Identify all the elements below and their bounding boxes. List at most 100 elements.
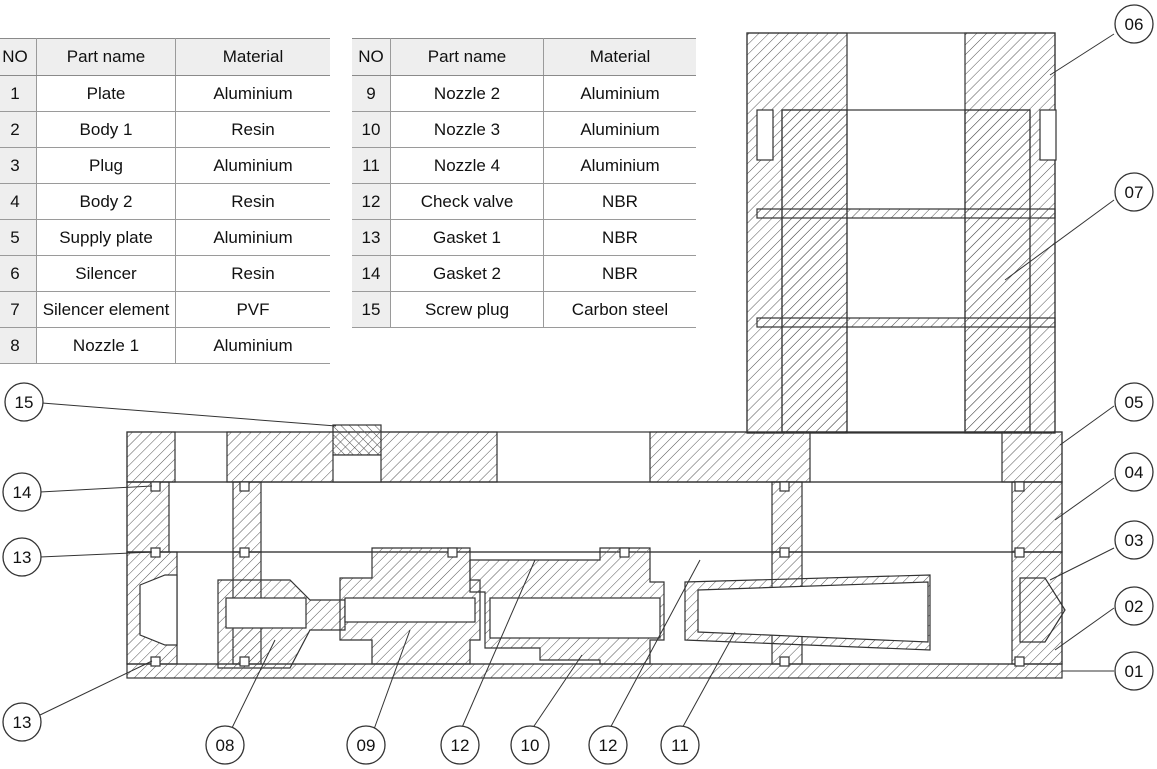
row-part-name: Silencer element <box>36 291 176 328</box>
callout-02: 02 <box>1114 586 1154 626</box>
callouts: 06 07 05 04 03 02 01 15 14 13 13 08 09 1… <box>2 4 1154 765</box>
row-material: PVF <box>175 291 330 328</box>
callout-07: 07 <box>1114 172 1154 212</box>
row-material: Resin <box>175 183 330 220</box>
svg-text:07: 07 <box>1125 183 1144 202</box>
row-part-name: Nozzle 4 <box>390 147 544 184</box>
gasket-i <box>779 656 790 667</box>
svg-text:05: 05 <box>1125 393 1144 412</box>
row-no: 4 <box>0 183 37 220</box>
silencer-outline <box>746 32 1056 434</box>
gasket-g <box>1014 656 1025 667</box>
gasket-d <box>779 547 790 558</box>
callout-14: 14 <box>2 472 42 512</box>
table-header-row: NO Part name Material <box>352 38 696 76</box>
row-no: 13 <box>352 219 391 256</box>
row-material: Aluminium <box>543 147 696 184</box>
gasket-h <box>239 656 250 667</box>
svg-text:11: 11 <box>671 736 689 755</box>
callout-09: 09 <box>346 725 386 765</box>
nozzle-2-bore <box>344 597 476 623</box>
callout-05: 05 <box>1114 382 1154 422</box>
row-no: 5 <box>0 219 37 256</box>
row-no: 9 <box>352 75 391 112</box>
callout-06: 06 <box>1114 4 1154 44</box>
row-material: Aluminium <box>175 327 330 364</box>
screw-plug <box>332 424 382 456</box>
leader-lines <box>39 33 1115 733</box>
callout-12-right: 12 <box>588 725 628 765</box>
gasket-13-lower <box>150 656 161 667</box>
callout-13-upper: 13 <box>2 537 42 577</box>
callout-03: 03 <box>1114 520 1154 560</box>
svg-text:06: 06 <box>1125 15 1144 34</box>
plate <box>126 663 1063 679</box>
svg-text:13: 13 <box>13 548 32 567</box>
silencer-element-left <box>781 109 848 433</box>
gasket-k <box>619 547 630 558</box>
row-no: 1 <box>0 75 37 112</box>
svg-text:03: 03 <box>1125 531 1144 550</box>
callout-10: 10 <box>510 725 550 765</box>
supply-plate-seg-4 <box>1001 431 1063 483</box>
col-name-header: Part name <box>36 38 176 76</box>
body-2-outline <box>126 481 1063 553</box>
col-no-header: NO <box>0 38 37 76</box>
row-material: Resin <box>175 111 330 148</box>
row-part-name: Gasket 2 <box>390 255 544 292</box>
col-no-header: NO <box>352 38 391 76</box>
svg-text:09: 09 <box>357 736 376 755</box>
plug-left <box>139 574 178 646</box>
callout-08: 08 <box>205 725 245 765</box>
row-material: Aluminium <box>543 111 696 148</box>
row-no: 15 <box>352 291 391 328</box>
row-part-name: Check valve <box>390 183 544 220</box>
row-no: 14 <box>352 255 391 292</box>
svg-text:08: 08 <box>216 736 235 755</box>
callout-01: 01 <box>1114 651 1154 691</box>
svg-text:04: 04 <box>1125 463 1144 482</box>
nozzle-4-bore <box>697 581 929 643</box>
row-material: Aluminium <box>175 147 330 184</box>
row-part-name: Plug <box>36 147 176 184</box>
gasket-j <box>447 547 458 558</box>
row-material: NBR <box>543 183 696 220</box>
row-part-name: Nozzle 2 <box>390 75 544 112</box>
callout-13-lower: 13 <box>2 702 42 742</box>
row-material: Resin <box>175 255 330 292</box>
col-material-header: Material <box>543 38 696 76</box>
gasket-e <box>1014 481 1025 492</box>
nozzle-3-bore <box>489 597 661 639</box>
gasket-f <box>1014 547 1025 558</box>
silencer-clip-left <box>756 109 774 161</box>
callout-12-left: 12 <box>440 725 480 765</box>
callout-04: 04 <box>1114 452 1154 492</box>
row-no: 7 <box>0 291 37 328</box>
callout-11: 11 <box>660 725 700 765</box>
silencer-band-lower <box>756 317 1056 328</box>
svg-text:12: 12 <box>451 736 470 755</box>
row-no: 11 <box>352 147 391 184</box>
table-header-row: NO Part name Material <box>0 38 330 76</box>
svg-text:14: 14 <box>13 483 32 502</box>
row-part-name: Nozzle 1 <box>36 327 176 364</box>
gasket-13-upper <box>150 547 161 558</box>
row-part-name: Body 2 <box>36 183 176 220</box>
row-no: 3 <box>0 147 37 184</box>
row-material: NBR <box>543 219 696 256</box>
